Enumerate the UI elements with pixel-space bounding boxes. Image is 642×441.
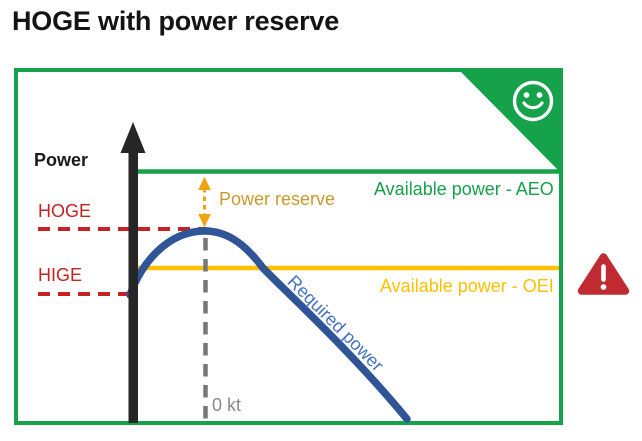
corner-triangle: [458, 69, 562, 174]
hige-label: HIGE: [38, 265, 83, 285]
zero-speed-label: 0 kt: [212, 395, 242, 415]
diagram-box: [14, 68, 563, 425]
power-reserve-arrow: [198, 176, 211, 228]
page-title: HOGE with power reserve: [12, 6, 340, 36]
power-axis-label: Power: [34, 150, 89, 170]
smiley-face-icon: [512, 80, 554, 122]
warning-triangle-icon: [577, 253, 630, 295]
hoge-label: HOGE: [38, 201, 92, 221]
smiley-corner-badge: [458, 69, 562, 174]
available-power-oei-label: Available power - OEI: [380, 276, 554, 296]
power-reserve-label: Power reserve: [219, 189, 336, 209]
power-axis-arrow: [120, 122, 146, 423]
available-power-aeo-label: Available power - AEO: [374, 179, 554, 199]
required-power-curve: [126, 227, 411, 423]
